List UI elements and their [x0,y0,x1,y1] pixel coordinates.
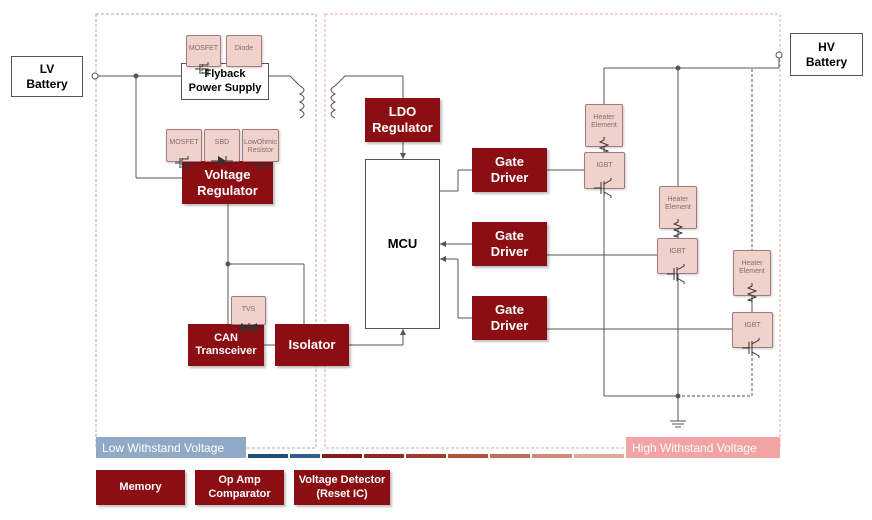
heater-element-3: Heater Element [733,250,771,304]
flyback-diode-chip: Diode [226,35,262,67]
tvs-chip: TVS [231,296,266,334]
heater-element-1-label: Heater Element [591,114,617,129]
igbt-icon [593,178,611,199]
heater-element-2-label: Heater Element [665,196,691,211]
legend-memory: Memory [96,470,185,505]
heater-element-2: Heater Element [659,186,697,240]
can-transceiver-block: CAN Transceiver [188,324,264,366]
lv-battery-terminal: LV Battery [11,56,83,97]
ldo-regulator-block: LDO Regulator [365,98,440,142]
heater-element-3-label: Heater Element [739,260,765,275]
high-withstand-voltage-label: High Withstand Voltage [626,437,780,458]
vr-sbd-chip: SBD [204,129,240,167]
low-withstand-voltage-label: Low Withstand Voltage [96,437,246,458]
igbt-1-label: IGBT [596,162,613,170]
vr-resistor-label: LowOhmic Resistor [243,139,278,154]
isolator-block: Isolator [275,324,349,366]
flyback-mosfet-chip: MOSFET [186,35,221,77]
diode-icon [211,156,233,167]
legend-op-amp-comparator: Op Amp Comparator [195,470,284,505]
gate-driver-block-2: Gate Driver [472,222,547,266]
vr-mosfet-label: MOSFET [169,139,199,147]
vr-resistor-chip: LowOhmic Resistor [242,129,279,171]
vr-mosfet-chip: MOSFET [166,129,202,171]
heater-element-1: Heater Element [585,104,623,158]
igbt-3-label: IGBT [744,322,761,330]
resistor-icon [248,162,273,171]
gate-driver-block-1: Gate Driver [472,148,547,192]
mosfet-icon [175,156,189,171]
low-voltage-zone-border [95,13,317,449]
resistor-icon [747,283,757,304]
igbt-3: IGBT [732,312,773,359]
legend-voltage-detector: Voltage Detector (Reset IC) [294,470,390,505]
tvs-label: TVS [241,306,256,314]
gate-driver-block-3: Gate Driver [472,296,547,340]
vr-sbd-label: SBD [214,139,230,147]
igbt-2-label: IGBT [669,248,686,256]
voltage-regulator-block: Voltage Regulator [182,161,273,204]
igbt-icon [666,264,684,285]
igbt-1: IGBT [584,152,625,199]
high-voltage-zone-border [324,13,781,449]
mosfet-icon [194,62,208,77]
hv-battery-terminal: HV Battery [790,33,863,76]
flyback-diode-label: Diode [234,45,254,53]
resistor-icon [673,219,683,240]
tvs-diode-icon [236,323,261,334]
flyback-mosfet-label: MOSFET [188,45,219,53]
igbt-2: IGBT [657,238,698,285]
mcu-block: MCU [365,159,440,329]
igbt-icon [741,338,759,359]
